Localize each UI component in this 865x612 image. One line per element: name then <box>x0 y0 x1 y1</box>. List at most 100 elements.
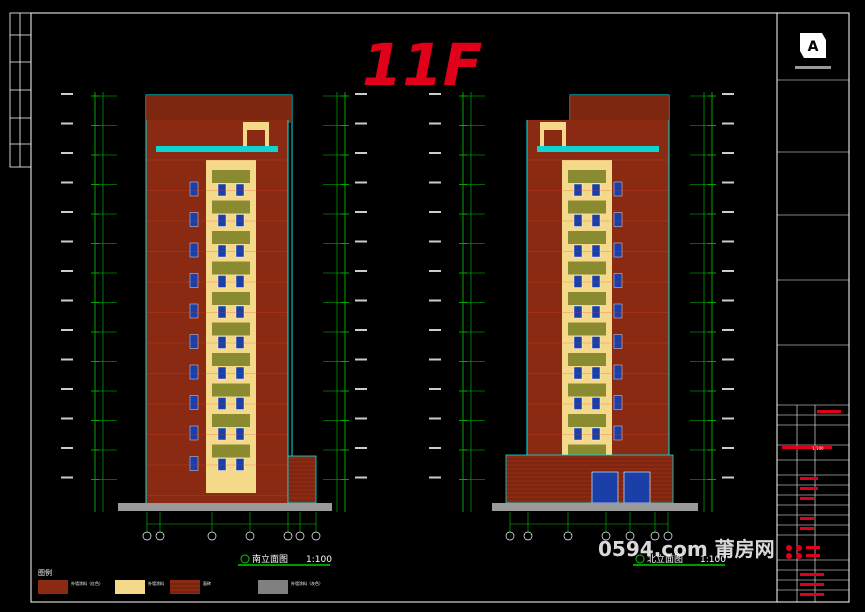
level-label <box>722 417 734 420</box>
level-label <box>722 181 734 184</box>
balcony-band <box>568 200 606 214</box>
level-label <box>722 240 734 243</box>
window <box>217 458 227 471</box>
window <box>235 366 245 380</box>
ground-plinth <box>118 503 332 511</box>
window <box>573 275 583 288</box>
window <box>235 458 245 471</box>
balcony-band <box>212 200 250 214</box>
level-label <box>429 447 441 449</box>
level-label <box>61 122 73 125</box>
balcony-band <box>568 383 606 397</box>
north-elevation-drawing <box>429 92 734 541</box>
level-label <box>722 358 734 361</box>
window <box>235 275 245 288</box>
level-label <box>429 240 441 243</box>
grid-bubble <box>663 531 673 541</box>
level-label <box>429 417 441 420</box>
legend-swatch-yellow <box>115 580 145 594</box>
window <box>613 303 623 319</box>
level-label <box>722 388 734 390</box>
balcony-band <box>212 292 250 305</box>
level-label <box>429 122 441 125</box>
level-label <box>355 240 367 243</box>
level-label <box>722 152 734 154</box>
level-label <box>429 211 441 213</box>
level-label <box>61 211 73 213</box>
level-label <box>355 476 367 479</box>
ground-plinth <box>492 503 698 511</box>
level-label <box>429 388 441 390</box>
window <box>189 242 199 258</box>
level-label <box>61 152 73 154</box>
level-label <box>722 211 734 213</box>
view-title-1-scale: 1:100 <box>306 555 332 565</box>
level-label <box>61 181 73 184</box>
window <box>591 275 601 288</box>
window <box>573 214 583 227</box>
svg-text:A: A <box>808 39 819 55</box>
window <box>591 305 601 319</box>
window <box>189 334 199 349</box>
grid-bubble <box>650 531 660 541</box>
balcony-band <box>212 414 250 427</box>
level-label <box>722 93 734 95</box>
roof-parapet <box>146 95 292 123</box>
window <box>235 305 245 319</box>
window <box>573 183 583 197</box>
level-label <box>355 270 367 272</box>
window <box>591 427 601 441</box>
window <box>189 456 199 471</box>
level-label <box>61 240 73 243</box>
level-label <box>61 447 73 449</box>
level-label <box>355 358 367 361</box>
window <box>189 425 199 441</box>
level-label <box>61 476 73 479</box>
grid-bubble <box>142 531 152 541</box>
window <box>217 214 227 227</box>
balcony-band <box>212 261 250 275</box>
legend-label-3: 面砖 <box>203 580 211 586</box>
roof-trim <box>537 146 659 152</box>
view-title-2-name: 北立面图 <box>647 553 683 565</box>
level-label <box>429 152 441 154</box>
window <box>613 273 623 288</box>
balcony-band <box>212 322 250 336</box>
window <box>235 427 245 441</box>
window <box>189 212 199 227</box>
legend-swatch-grey <box>258 580 288 594</box>
level-label <box>722 122 734 125</box>
window <box>573 397 583 410</box>
window <box>573 427 583 441</box>
level-label <box>722 329 734 331</box>
grid-bubble <box>311 531 321 541</box>
level-label <box>355 329 367 331</box>
level-label <box>429 358 441 361</box>
window <box>217 275 227 288</box>
grid-bubble <box>505 531 515 541</box>
legend: 图例 外墙涂料（红色） 外墙涂料 面砖 外墙涂料（灰色） <box>38 568 323 594</box>
level-label <box>355 181 367 184</box>
level-label <box>355 447 367 449</box>
view-title-2-scale: 1:100 <box>700 555 726 565</box>
level-label <box>355 152 367 154</box>
window <box>613 395 623 410</box>
level-label <box>429 299 441 302</box>
balcony-band <box>212 383 250 397</box>
level-label <box>61 270 73 272</box>
window <box>613 364 623 380</box>
level-label <box>722 476 734 479</box>
window <box>573 305 583 319</box>
level-label <box>355 299 367 302</box>
window <box>217 336 227 349</box>
legend-label-4: 外墙涂料（灰色） <box>291 580 323 586</box>
level-label <box>355 93 367 95</box>
view-title-2: 北立面图 1:100 <box>633 553 726 566</box>
entrance-door <box>623 471 651 504</box>
level-label <box>355 211 367 213</box>
window <box>613 425 623 441</box>
view-title-1: 南立面图 1:100 <box>238 553 332 566</box>
grid-bubble <box>283 531 293 541</box>
window <box>591 244 601 258</box>
title-block-scale: 1:100 <box>812 446 824 451</box>
